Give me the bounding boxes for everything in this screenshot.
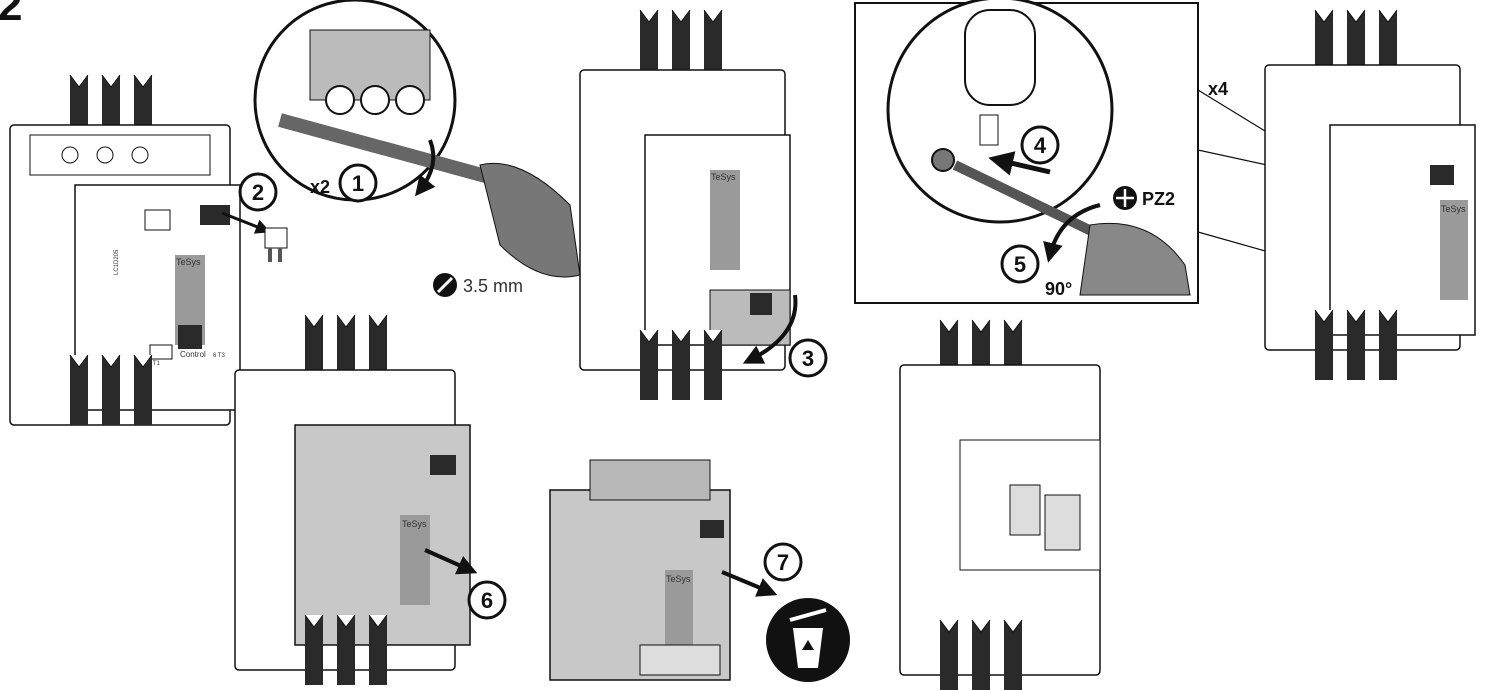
svg-text:TeSys: TeSys [666,574,691,584]
flat-screwdriver-icon [433,273,457,297]
removed-control-module: TeSys [549,459,731,681]
pz2-label: PZ2 [1142,189,1175,209]
svg-text:5: 5 [1014,252,1026,277]
recycle-bin-icon [766,598,850,682]
svg-text:3: 3 [802,346,814,371]
pull-connector-arrow [221,211,271,234]
step-2-badge: 2 [238,172,278,212]
contactor-step-6: TeSys [234,314,471,686]
contact-coil-detail [1009,484,1081,551]
contactor-without-module [899,319,1101,691]
svg-text:TeSys: TeSys [1441,204,1466,214]
qty-connector: x2 [310,177,330,197]
svg-text:4: 4 [1034,133,1047,158]
step-4-badge: 4 [1020,125,1060,165]
page-number: 2 [0,0,22,30]
svg-text:7: 7 [777,550,789,575]
zoom-connector-detail [253,0,502,202]
pozidriv-icon [1113,186,1137,210]
discard-arrow [721,570,778,597]
model-label: LC1D205 [114,249,120,275]
t1-label: 2 T1 [148,361,161,367]
remove-module-arrow [424,548,478,575]
svg-text:1: 1 [352,171,364,196]
step-1-badge: 1 [338,163,378,203]
lift-cover-arrow [742,294,798,364]
flat-screwdriver-size: 3.5 mm [463,276,523,296]
tesys-logo: TeSys [176,257,201,267]
qty-screws: x4 [1208,79,1228,99]
control-label: Control [180,350,206,359]
contactor-step-2: TeSys LC1D205 Control 2 T1 6 T3 [9,74,241,426]
step-6-badge: 6 [467,580,507,620]
flat-screwdriver-handle [479,162,581,278]
step-5-badge: 5 [1000,244,1040,284]
rotation-angle: 90° [1045,279,1072,299]
contactor-screws-view: TeSys [1264,9,1476,381]
svg-text:TeSys: TeSys [402,519,427,529]
svg-text:2: 2 [252,180,264,205]
connector-plug [264,227,288,262]
svg-text:6: 6 [481,588,493,613]
contactor-step-3: TeSys [579,9,791,401]
step-3-badge: 3 [788,338,828,378]
svg-text:TeSys: TeSys [711,172,736,182]
step-7-badge: 7 [763,542,803,582]
t3-label: 6 T3 [213,353,226,359]
